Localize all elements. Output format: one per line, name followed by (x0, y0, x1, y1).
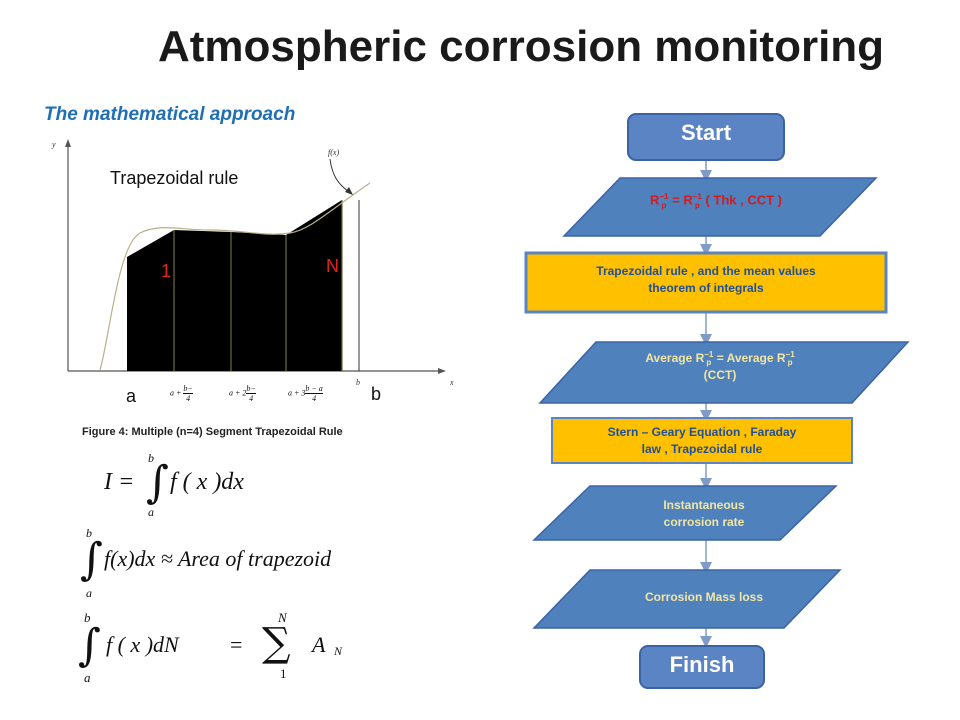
eq1-upper: b (148, 451, 154, 465)
trapezoid-area (127, 200, 342, 371)
finish-label: Finish (669, 652, 735, 677)
fx-pointer-head (345, 187, 353, 195)
segment-first-label: 1 (161, 261, 172, 281)
trapezoid-figure: y x f(x) b (51, 139, 454, 387)
step2-label: Trapezoidal rule , and the mean values t… (596, 264, 816, 295)
eq2-integrand: f(x)dx ≈ Area of trapezoid (104, 546, 332, 571)
eq1-lhs: I = (104, 469, 135, 495)
step6-label: Corrosion Mass loss (644, 590, 764, 604)
step5-label: Instantaneous corrosion rate (663, 498, 745, 529)
eq3-equals: = (230, 632, 243, 657)
eq1-integrand: f ( x )dx (170, 469, 244, 495)
sum-sign: ∑ (262, 620, 291, 666)
eq3-upper: b (84, 610, 91, 625)
segment-last-label: N (326, 256, 339, 276)
tick-label-1: a + b−4 (170, 384, 193, 403)
start-box (627, 113, 785, 161)
step5-parallelogram (532, 485, 838, 541)
tick-b: b (356, 378, 360, 387)
equation-area: ∫ b a f(x)dx ≈ Area of trapezoid (80, 526, 380, 600)
integral-sign: ∫ (78, 620, 101, 671)
axis-y-label: y (51, 140, 56, 149)
start-label: Start (680, 120, 732, 145)
page-subtitle: The mathematical approach (44, 104, 296, 125)
integral-sign: ∫ (80, 534, 103, 585)
eq3-term: A (312, 632, 326, 657)
step4-label: Stern – Geary Equation , Faraday law , T… (607, 425, 797, 456)
step2-box (524, 251, 888, 314)
eq3-integrand: f ( x )dN (106, 632, 179, 657)
fx-label: f(x) (328, 148, 339, 157)
eq3-sum-lower: 1 (280, 666, 287, 681)
y-axis-arrow (65, 139, 71, 147)
eq2-upper: b (86, 526, 92, 540)
finish-box (639, 645, 765, 689)
function-curve (99, 182, 371, 371)
figure-caption: Figure 4: Multiple (n=4) Segment Trapezo… (82, 426, 343, 438)
equation-sum: ∫ b a f ( x )dN = ∑ N 1 A N (74, 610, 374, 690)
x-axis-arrow (438, 368, 446, 374)
a-label: a (126, 386, 137, 406)
axis-x-label: x (449, 378, 454, 387)
eq1-lower: a (148, 505, 154, 519)
eq3-sub: N (334, 644, 343, 658)
step6-parallelogram (532, 569, 842, 629)
fx-pointer (329, 158, 352, 194)
b-label: b (371, 384, 382, 404)
step1-parallelogram (562, 177, 878, 237)
step4-box (551, 417, 853, 464)
equation-integral: I = ∫ b a f ( x )dx (104, 451, 364, 519)
step3-parallelogram (538, 341, 910, 404)
flowchart (524, 113, 910, 689)
trapezoidal-rule-label: Trapezoidal rule (110, 168, 239, 188)
page-title: Atmospheric corrosion monitoring (158, 22, 885, 71)
eq3-lower: a (84, 670, 91, 685)
eq3-sum-upper: N (278, 610, 287, 625)
integral-sign: ∫ (146, 457, 169, 508)
eq2-lower: a (86, 586, 92, 600)
